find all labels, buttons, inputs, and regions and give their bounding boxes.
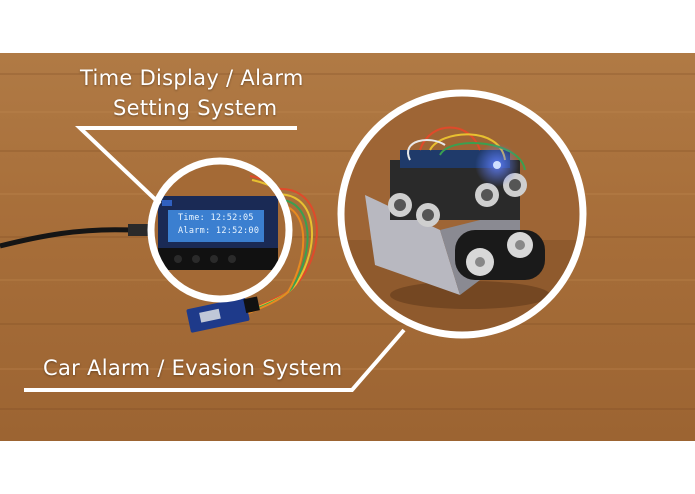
caption-time-display-line1: Time Display / Alarm — [80, 66, 304, 90]
lcd-line-alarm: Alarm: 12:52:00 — [178, 226, 260, 236]
lcd-screen — [168, 210, 264, 242]
wood-grain — [0, 279, 695, 281]
wood-grain — [0, 323, 695, 325]
usb-plug — [128, 224, 150, 236]
bluetooth-module — [186, 296, 260, 333]
wood-grain — [0, 408, 695, 410]
left-callout-circle — [147, 157, 293, 303]
caption-time-display-line2: Setting System — [113, 96, 278, 120]
robot-closeup — [341, 93, 583, 335]
bottom-callout-line — [24, 328, 406, 392]
wood-grain — [0, 111, 695, 113]
lcd-line-time: Time: 12:52:05 — [178, 213, 254, 223]
jumper-wires — [245, 187, 318, 315]
wood-grain — [0, 73, 695, 75]
wood-grain — [0, 150, 695, 152]
usb-cable — [0, 227, 152, 249]
caption-car-alarm: Car Alarm / Evasion System — [43, 356, 343, 380]
wood-grain — [0, 368, 695, 370]
right-callout-circle — [337, 89, 587, 339]
top-callout-line — [74, 126, 297, 206]
lcd-closeup — [151, 161, 289, 299]
